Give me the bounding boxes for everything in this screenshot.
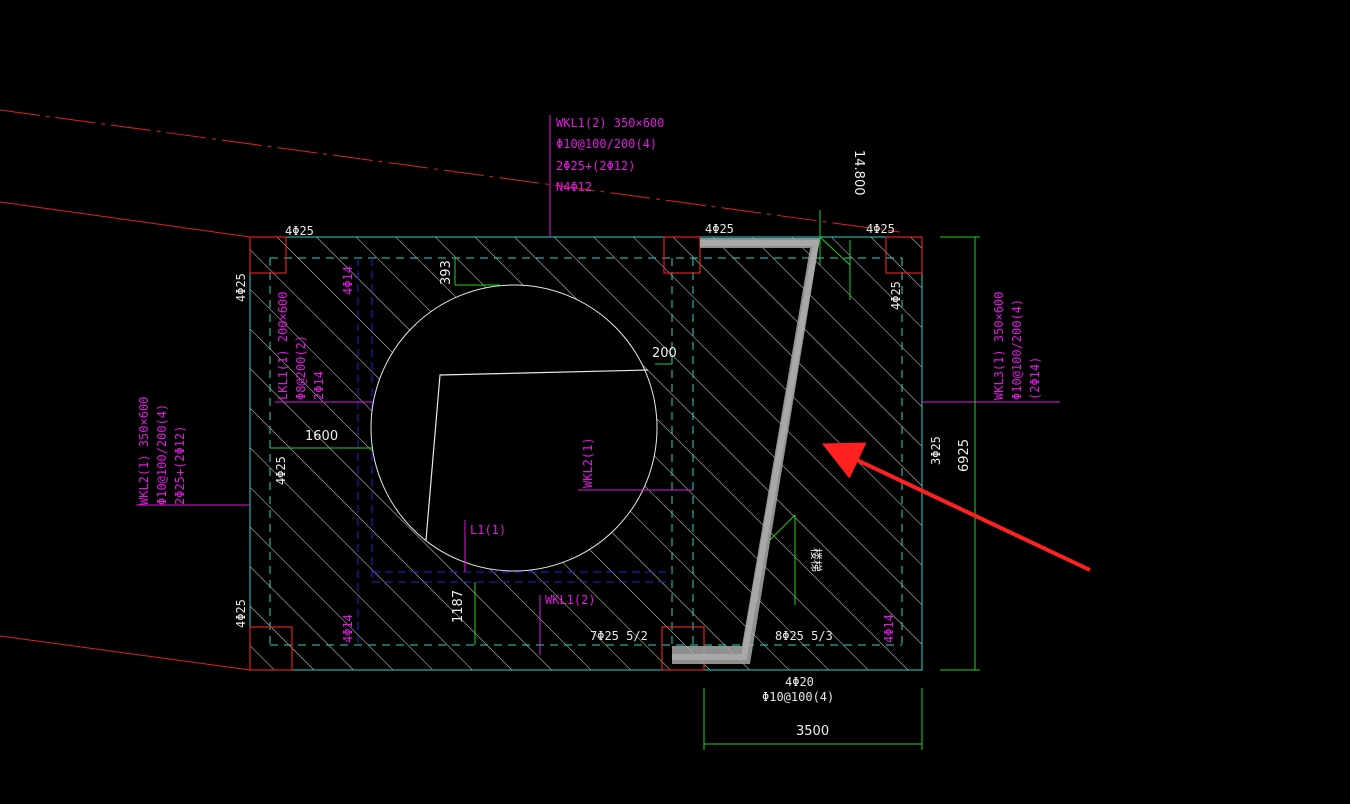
- bottom-bars-left: 7Φ25 5/2: [590, 629, 648, 643]
- wkl2-left-line-2: Φ10@100/200(4): [155, 404, 169, 505]
- bar-left-upper: 4Φ25: [234, 273, 248, 302]
- stair-slab-fill: [672, 238, 820, 664]
- bar-top-left: 4Φ25: [285, 224, 314, 238]
- bar-right-mid: 3Φ25: [929, 436, 943, 465]
- lkl1-line-3: 2Φ14: [312, 371, 326, 400]
- stair-note: 楼梯: [769, 514, 824, 605]
- circular-opening: [370, 284, 658, 572]
- column-top-mid: [663, 236, 701, 274]
- opening-break-line: [425, 369, 649, 541]
- dim-1187: 1187: [451, 590, 466, 623]
- wkl2-left-line-3: 2Φ25+(2Φ12): [173, 426, 187, 505]
- wkl3-right-line-3: (2Φ14): [1028, 357, 1042, 400]
- wkl1-top-line-3: 2Φ25+(2Φ12): [556, 159, 635, 173]
- bottom-beam-line-2: Φ10@100(4): [762, 690, 834, 704]
- elevation-label: 14.800: [851, 150, 866, 196]
- wkl3-right-line-2: Φ10@100/200(4): [1010, 299, 1024, 400]
- dim-1600: 1600: [305, 429, 338, 444]
- wkl2-left-annotation: WKL2(1) 350×600 Φ10@100/200(4) 2Φ25+(2Φ1…: [137, 397, 187, 505]
- column-top-right: [885, 236, 923, 274]
- bar-top-mid: 4Φ25: [705, 222, 734, 236]
- bar-inner-bottom-right: 4Φ14: [882, 614, 896, 643]
- wkl1-top-line-4: N4Φ12: [556, 180, 592, 194]
- bar-right-upper: 4Φ25: [889, 281, 903, 310]
- wkl1-top-line-1: WKL1(2) 350×600: [556, 116, 664, 130]
- lkl1-line-2: Φ8@200(2): [294, 335, 308, 400]
- wkl3-right-line-1: WKL3(1) 350×600: [992, 292, 1006, 400]
- slab-outline: [249, 236, 923, 671]
- wkl1-inner-label: WKL1(2): [545, 593, 596, 607]
- annotation-leaders: [136, 115, 1060, 655]
- bar-inner-bottom-left: 4Φ14: [341, 614, 355, 643]
- dim-3500: 3500: [796, 724, 829, 739]
- bottom-bars-right: 8Φ25 5/3: [775, 629, 833, 643]
- wkl2-inner-label: WKL2(1): [581, 437, 595, 488]
- bottom-beam-line-1: 4Φ20: [785, 675, 814, 689]
- wkl1-top-annotation: WKL1(2) 350×600 Φ10@100/200(4) 2Φ25+(2Φ1…: [556, 116, 664, 194]
- l1-label: L1(1): [470, 523, 506, 537]
- bar-labels: 4Φ25 4Φ25 4Φ25 4Φ25 4Φ25 4Φ25 4Φ25 3Φ25 …: [234, 222, 943, 704]
- stair-note-text: 楼梯: [809, 548, 824, 572]
- lkl1-annotation: LKL1(1) 200×600 Φ8@200(2) 2Φ14: [276, 292, 326, 400]
- columns: [249, 236, 923, 671]
- column-bottom-left: [249, 626, 293, 671]
- wkl3-right-annotation: WKL3(1) 350×600 Φ10@100/200(4) (2Φ14): [992, 292, 1042, 400]
- inner-dashed-lines: [269, 257, 903, 646]
- dim-393: 393: [439, 260, 454, 285]
- wkl2-left-line-1: WKL2(1) 350×600: [137, 397, 151, 505]
- bar-top-right: 4Φ25: [866, 222, 895, 236]
- dimension-lines: [270, 210, 980, 750]
- dim-200: 200: [652, 346, 677, 361]
- wkl1-top-line-2: Φ10@100/200(4): [556, 137, 657, 151]
- inner-bar-labels: 4Φ14 4Φ14 4Φ14: [341, 266, 896, 643]
- slab-hatch: [250, 237, 922, 670]
- bar-left-mid: 4Φ25: [274, 456, 288, 485]
- bar-left-lower: 4Φ25: [234, 599, 248, 628]
- dim-6925: 6925: [957, 439, 972, 472]
- red-axis-lines: [0, 109, 901, 671]
- column-top-left: [249, 236, 287, 274]
- lkl1-line-1: LKL1(1) 200×600: [276, 292, 290, 400]
- bar-inner-top: 4Φ14: [341, 266, 355, 295]
- red-callout-arrow: [821, 442, 1091, 572]
